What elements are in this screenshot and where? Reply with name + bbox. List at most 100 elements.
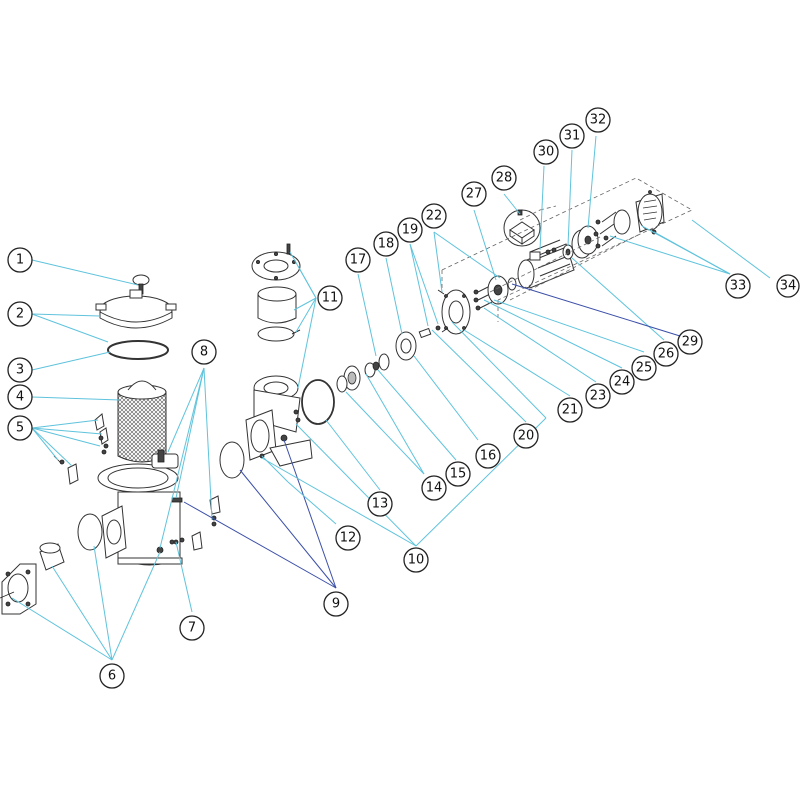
callout-label: 4 bbox=[16, 390, 24, 405]
shaft-parts bbox=[418, 325, 441, 339]
callout-label: 3 bbox=[16, 363, 24, 378]
callout-20: 20 bbox=[513, 423, 539, 449]
callout-5: 5 bbox=[7, 415, 33, 441]
side-gasket bbox=[77, 513, 103, 551]
callout-34: 34 bbox=[776, 274, 800, 298]
callout-17: 17 bbox=[345, 247, 371, 273]
callout-7: 7 bbox=[179, 615, 205, 641]
drive-assembly bbox=[336, 177, 693, 393]
clamp-pins bbox=[171, 495, 221, 551]
callout-label: 7 bbox=[188, 621, 196, 636]
callout-label: 6 bbox=[108, 669, 116, 684]
callout-10: 10 bbox=[403, 547, 429, 573]
callout-label: 5 bbox=[16, 421, 24, 436]
callout-label: 20 bbox=[518, 429, 535, 444]
terminal-box bbox=[503, 209, 541, 247]
callout-label: 10 bbox=[408, 553, 425, 568]
outlet-gasket bbox=[257, 326, 301, 342]
callout-label: 1 bbox=[16, 253, 24, 268]
callout-label: 9 bbox=[332, 597, 340, 612]
strainer-lid bbox=[95, 289, 177, 329]
callout-28: 28 bbox=[491, 165, 517, 191]
callout-label: 11 bbox=[322, 291, 339, 306]
callout-label: 27 bbox=[466, 187, 483, 202]
callout-label: 16 bbox=[480, 449, 497, 464]
callout-label: 21 bbox=[562, 403, 579, 418]
callout-30: 30 bbox=[533, 139, 559, 165]
callout-33: 33 bbox=[725, 273, 751, 299]
callout-label: 30 bbox=[538, 145, 555, 160]
callout-label: 32 bbox=[590, 113, 607, 128]
callout-19: 19 bbox=[397, 217, 423, 243]
strainer-pot bbox=[97, 449, 183, 566]
callout-label: 22 bbox=[426, 209, 443, 224]
outlet-flange bbox=[251, 243, 301, 281]
callout-29: 29 bbox=[677, 329, 703, 355]
motor-flange bbox=[487, 275, 517, 305]
callout-label: 34 bbox=[780, 279, 797, 294]
fan-cover bbox=[635, 190, 665, 233]
callout-label: 33 bbox=[730, 279, 747, 294]
callout-label: 13 bbox=[372, 497, 389, 512]
callout-label: 19 bbox=[402, 223, 419, 238]
callout-label: 31 bbox=[564, 129, 581, 144]
callout-16: 16 bbox=[475, 443, 501, 469]
callout-11: 11 bbox=[317, 285, 343, 311]
strainer-assembly bbox=[0, 274, 221, 615]
seal-plate bbox=[395, 331, 417, 361]
callout-6: 6 bbox=[99, 663, 125, 689]
rear-bearing bbox=[562, 244, 574, 260]
callout-label: 29 bbox=[682, 335, 699, 350]
inlet-flange bbox=[0, 563, 37, 615]
callout-9: 9 bbox=[323, 591, 349, 617]
callout-21: 21 bbox=[557, 397, 583, 423]
callout-label: 25 bbox=[636, 361, 653, 376]
callout-23: 23 bbox=[585, 383, 611, 409]
callout-label: 12 bbox=[340, 531, 357, 546]
callout-15: 15 bbox=[445, 461, 471, 487]
callout-label: 28 bbox=[496, 171, 513, 186]
callout-31: 31 bbox=[559, 123, 585, 149]
callout-14: 14 bbox=[421, 475, 447, 501]
assembly-envelope bbox=[441, 177, 693, 322]
volute-assembly bbox=[219, 243, 335, 479]
callout-label: 2 bbox=[16, 307, 24, 322]
callout-label: 23 bbox=[590, 389, 607, 404]
motor-bracket bbox=[437, 289, 471, 335]
pump-volute bbox=[245, 375, 313, 467]
callout-13: 13 bbox=[367, 491, 393, 517]
impeller bbox=[336, 365, 361, 393]
lid-o-ring bbox=[107, 340, 169, 360]
rear-shield bbox=[571, 225, 599, 259]
casing-o-ring bbox=[301, 379, 335, 425]
callout-12: 12 bbox=[335, 525, 361, 551]
leader-lines bbox=[11, 135, 771, 661]
callout-26: 26 bbox=[653, 341, 679, 367]
clamp-set bbox=[53, 413, 109, 485]
callout-label: 17 bbox=[350, 253, 367, 268]
callout-27: 27 bbox=[461, 181, 487, 207]
callout-24: 24 bbox=[609, 369, 635, 395]
motor-dash-lines bbox=[489, 205, 641, 301]
callout-32: 32 bbox=[585, 107, 611, 133]
callout-1: 1 bbox=[7, 247, 33, 273]
volute-side-gasket bbox=[219, 441, 245, 479]
callout-25: 25 bbox=[631, 355, 657, 381]
fan-and-screws bbox=[593, 209, 657, 249]
callout-4: 4 bbox=[7, 384, 33, 410]
callout-3: 3 bbox=[7, 357, 33, 383]
callout-18: 18 bbox=[373, 231, 399, 257]
callout-label: 26 bbox=[658, 347, 675, 362]
mechanical-seal bbox=[364, 353, 390, 378]
callout-label: 8 bbox=[200, 345, 208, 360]
callout-22: 22 bbox=[421, 203, 447, 229]
inlet-union bbox=[39, 542, 65, 571]
callout-label: 15 bbox=[450, 467, 467, 482]
outlet-union bbox=[257, 286, 297, 324]
callout-8: 8 bbox=[191, 339, 217, 365]
callout-label: 18 bbox=[378, 237, 395, 252]
callout-label: 14 bbox=[426, 481, 443, 496]
callout-2: 2 bbox=[7, 301, 33, 327]
